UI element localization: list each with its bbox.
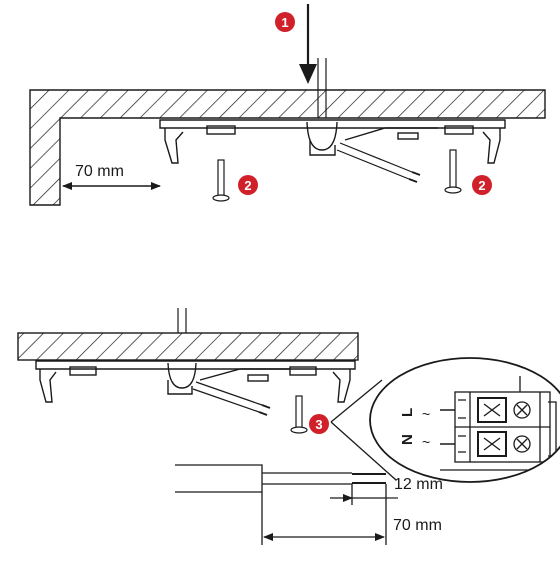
top-installation-view: 1 — [29, 4, 546, 206]
screw-icon — [212, 159, 230, 202]
svg-text:3: 3 — [315, 417, 322, 432]
cable-strip-drawing — [175, 464, 387, 545]
screw-icon — [444, 149, 462, 194]
cable-in-ceiling — [317, 58, 327, 118]
terminal-label-neutral: N — [399, 434, 416, 445]
ceiling-wall-hatched — [29, 89, 546, 206]
step-badge-1: 1 — [275, 12, 295, 32]
wire-wave-line: ~ — [422, 406, 430, 422]
wall-clearance-label: 70 mm — [75, 163, 124, 180]
step-badge-2: 2 — [238, 175, 258, 195]
mounting-bracket — [35, 360, 356, 403]
wire-icon — [336, 142, 421, 183]
wire-icon — [192, 381, 271, 416]
svg-text:1: 1 — [281, 15, 288, 30]
magnifier-callout-icon: L ~ N ~ — [330, 357, 560, 483]
terminal-label-line: L — [399, 408, 416, 417]
bottom-wiring-view: 3 — [17, 308, 560, 545]
screw-icon — [290, 395, 308, 434]
down-arrow-icon — [299, 4, 317, 84]
wire-wave-neutral: ~ — [422, 434, 430, 450]
strip-length-label: 12 mm — [394, 476, 443, 493]
ceiling-hatched — [17, 332, 359, 361]
mounting-bracket — [159, 119, 506, 164]
cable-in-ceiling — [177, 308, 187, 333]
svg-text:2: 2 — [244, 178, 251, 193]
jacket-strip-label: 70 mm — [393, 517, 442, 534]
svg-text:2: 2 — [478, 178, 485, 193]
step-badge-2: 2 — [472, 175, 492, 195]
step-badge-3: 3 — [309, 414, 329, 434]
